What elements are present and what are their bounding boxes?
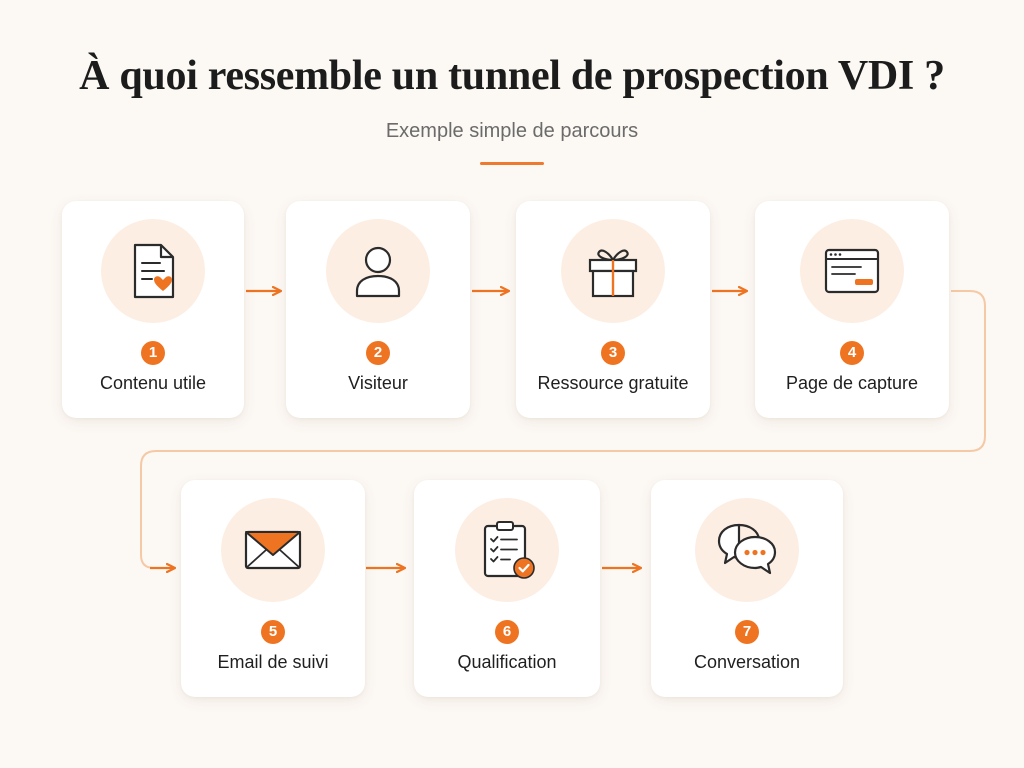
envelope-icon [244,530,302,570]
icon-circle [695,498,799,602]
step-number-badge: 7 [735,620,759,644]
document-heart-icon [133,243,175,299]
step-label: Ressource gratuite [537,373,689,393]
page-title: À quoi ressemble un tunnel de prospectio… [79,53,945,99]
step-label: Contenu utile [99,373,207,393]
step-number-badge: 3 [601,341,625,365]
step-number-badge: 4 [840,341,864,365]
step-card-3: 3 Ressource gratuite [516,201,710,418]
icon-circle [326,219,430,323]
step-label: Email de suivi [217,652,329,672]
title-divider [480,162,544,165]
page-subtitle: Exemple simple de parcours [385,120,639,142]
icon-circle [455,498,559,602]
chat-bubbles-icon [717,523,777,575]
step-label: Conversation [693,652,801,672]
arrow-4-to-5 [140,290,986,569]
step-label: Qualification [457,652,557,672]
gift-icon [588,249,638,298]
step-number-badge: 6 [495,620,519,644]
clipboard-check-icon [483,521,535,579]
user-icon [355,246,401,298]
icon-circle [221,498,325,602]
step-card-5: 5 Email de suivi [181,480,365,697]
step-label: Page de capture [785,373,919,393]
step-number-badge: 1 [141,341,165,365]
step-card-7: 7 Conversation [651,480,843,697]
step-card-1: 1 Contenu utile [62,201,244,418]
step-card-2: 2 Visiteur [286,201,470,418]
step-number-badge: 2 [366,341,390,365]
icon-circle [101,219,205,323]
step-card-6: 6 Qualification [414,480,600,697]
step-label: Visiteur [348,373,408,393]
icon-circle [561,219,665,323]
browser-window-icon [824,248,880,294]
step-number-badge: 5 [261,620,285,644]
icon-circle [800,219,904,323]
step-card-4: 4 Page de capture [755,201,949,418]
